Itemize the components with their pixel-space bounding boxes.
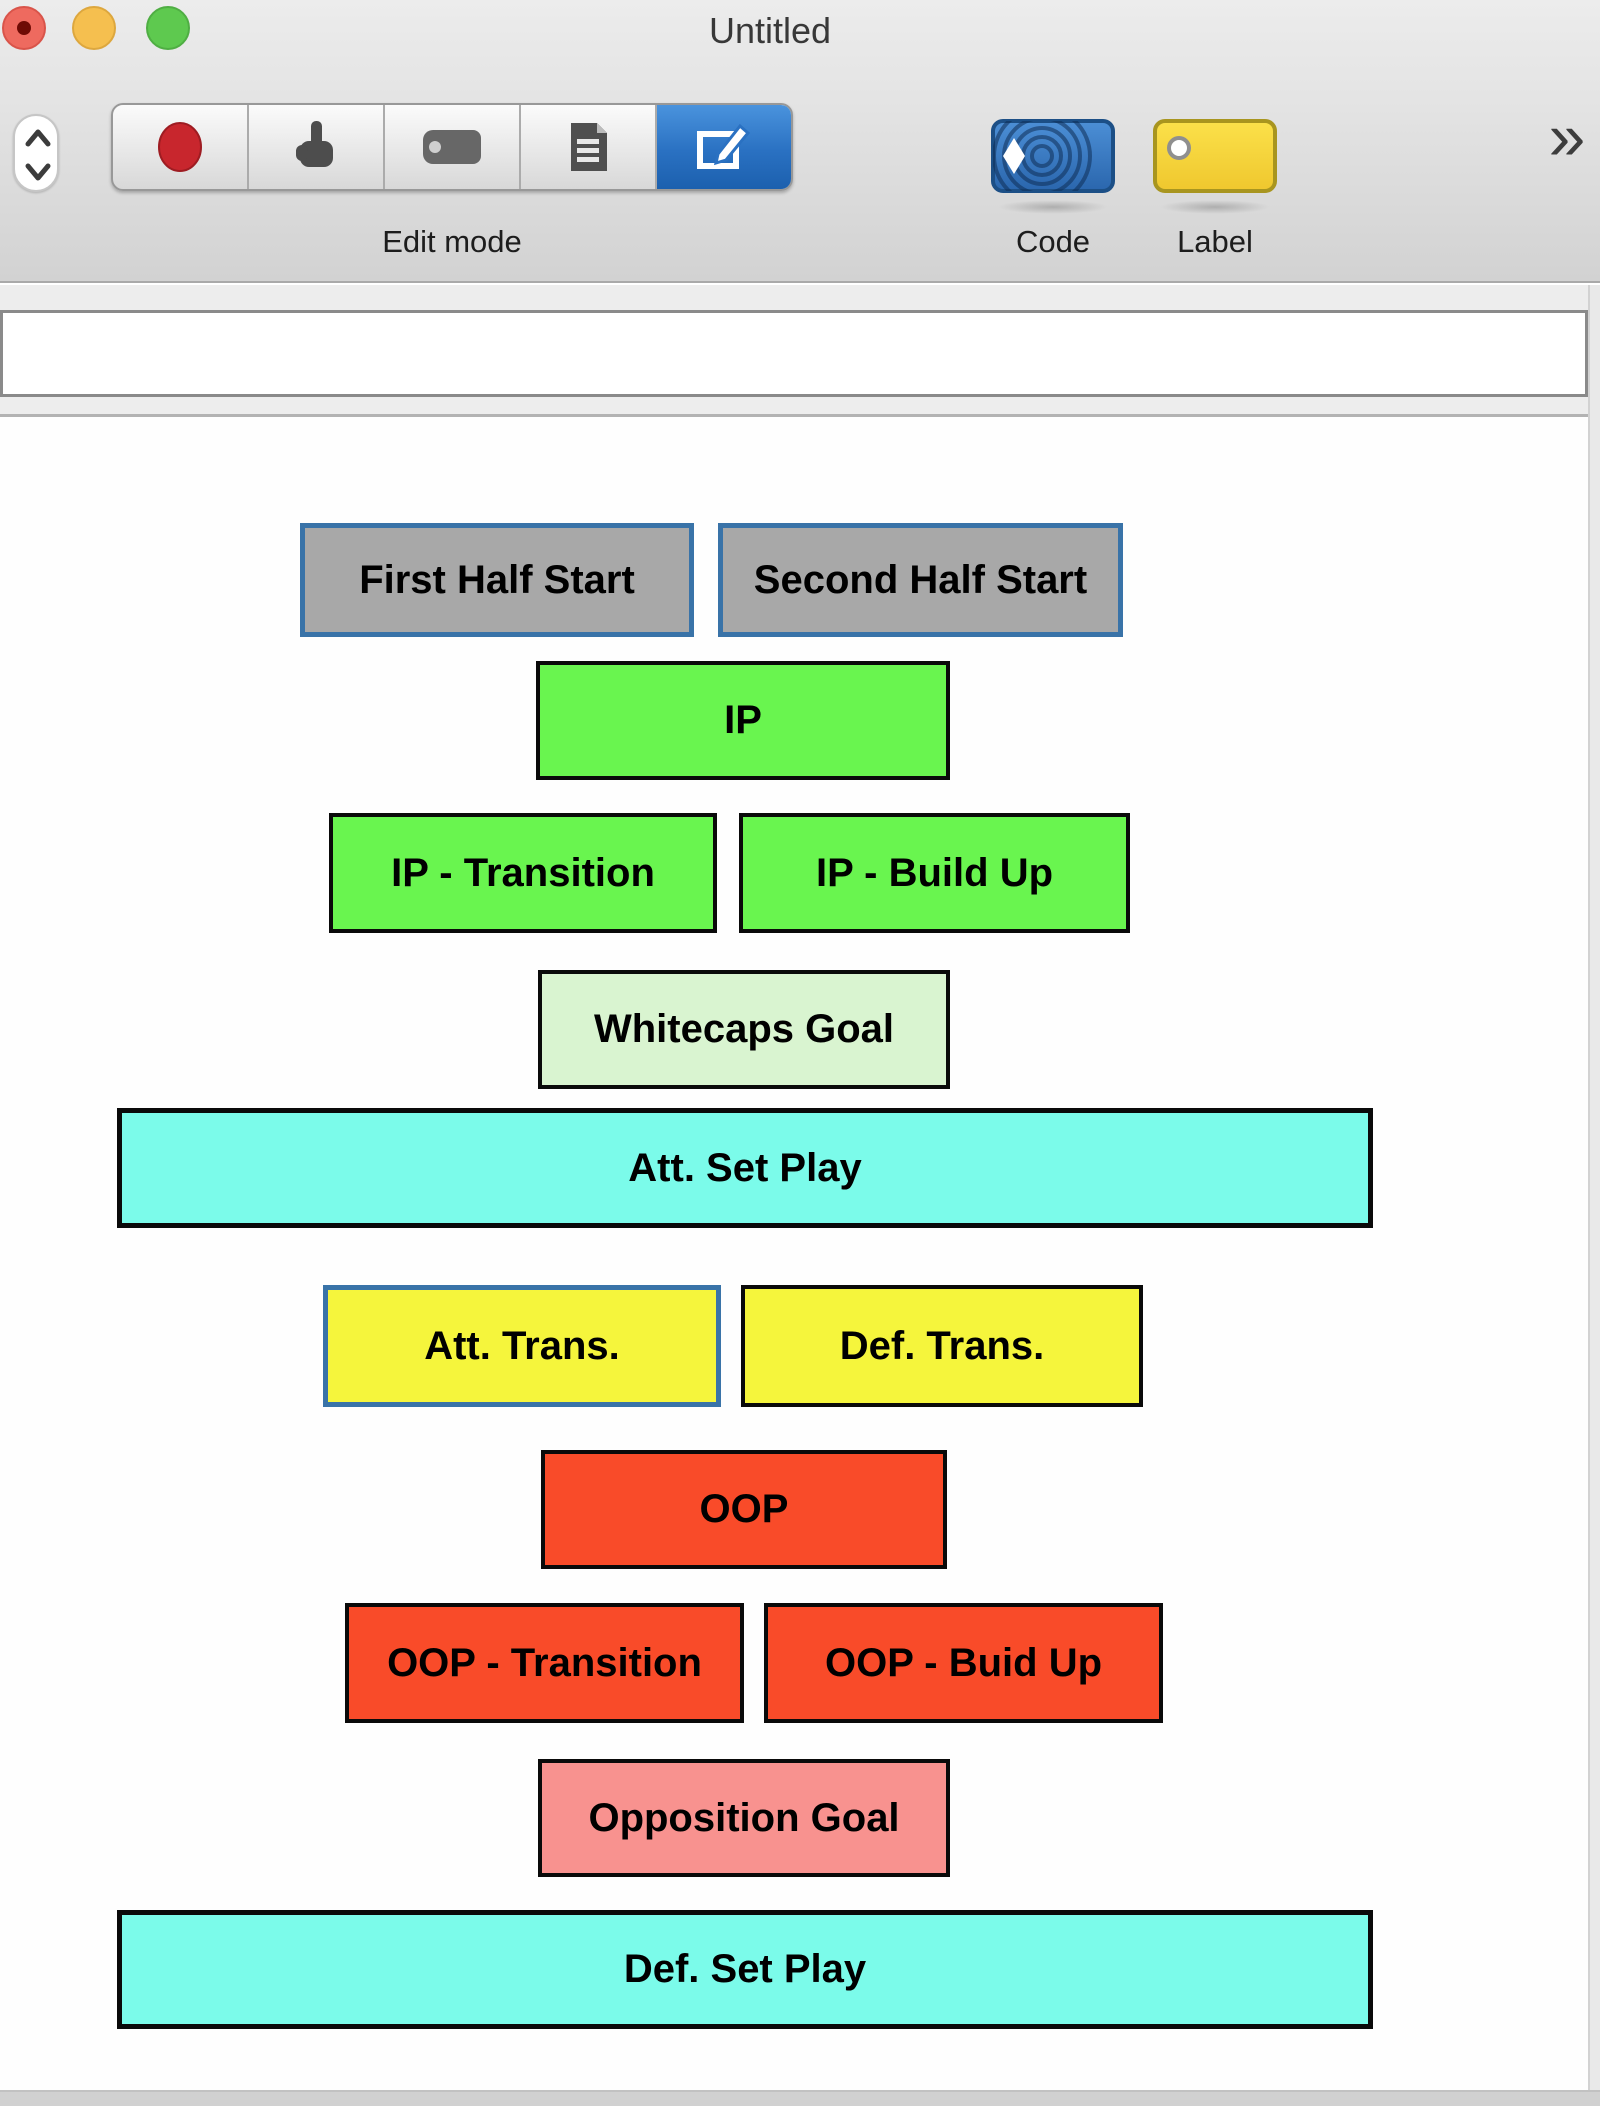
- segment-select[interactable]: [249, 105, 385, 189]
- edit-mode-caption: Edit mode: [382, 224, 522, 259]
- att-trans-button[interactable]: Att. Trans.: [323, 1285, 721, 1407]
- edit-mode-icon: [697, 123, 751, 169]
- oop-transition-button[interactable]: OOP - Transition: [345, 1603, 744, 1723]
- document-icon: [571, 123, 607, 171]
- oop-button[interactable]: OOP: [541, 1450, 947, 1569]
- window-title: Untitled: [708, 10, 832, 51]
- segment-edit-mode[interactable]: [657, 105, 791, 189]
- window-chrome: Untitled: [0, 0, 1600, 283]
- pointer-hand-icon: [296, 121, 333, 167]
- code-button-label: Second Half Start: [753, 557, 1088, 602]
- bottom-scrollbar-gutter[interactable]: [0, 2090, 1600, 2106]
- oop-buid-up-button[interactable]: OOP - Buid Up: [764, 1603, 1163, 1723]
- code-button-label: Def. Set Play: [623, 1947, 867, 1991]
- close-button[interactable]: [2, 6, 46, 50]
- code-button-label: Opposition Goal: [588, 1795, 900, 1840]
- def-set-play-button[interactable]: Def. Set Play: [117, 1910, 1373, 2029]
- att-set-play-button[interactable]: Att. Set Play: [117, 1108, 1373, 1228]
- code-button-label: Att. Set Play: [628, 1145, 862, 1190]
- code-button-label: OOP - Transition: [387, 1640, 702, 1685]
- code-button-label: IP - Transition: [391, 850, 655, 895]
- chevron-up-icon[interactable]: [21, 124, 55, 154]
- label-caption: Label: [1177, 224, 1253, 259]
- right-scrollbar-gutter[interactable]: [1588, 285, 1600, 2090]
- opposition-goal-button[interactable]: Opposition Goal: [538, 1759, 950, 1877]
- segment-record[interactable]: [113, 105, 249, 189]
- script-field-row: [0, 285, 1600, 417]
- code-button-label: OOP: [699, 1487, 789, 1531]
- ip-transition-button[interactable]: IP - Transition: [329, 813, 717, 933]
- whitecaps-goal-button[interactable]: Whitecaps Goal: [538, 970, 950, 1089]
- script-input[interactable]: [0, 310, 1588, 397]
- zoom-button[interactable]: [146, 6, 190, 50]
- ip-button[interactable]: IP: [536, 661, 950, 780]
- second-half-start-button[interactable]: Second Half Start: [718, 523, 1123, 637]
- code-button-label: Whitecaps Goal: [593, 1007, 895, 1051]
- code-button-label: Def. Trans.: [839, 1323, 1045, 1368]
- first-half-start-button[interactable]: First Half Start: [300, 523, 694, 637]
- label-icon-shadow: [1160, 200, 1270, 214]
- chevron-down-icon[interactable]: [21, 158, 55, 188]
- minimize-button[interactable]: [72, 6, 116, 50]
- segment-document[interactable]: [521, 105, 657, 189]
- stepper-control[interactable]: [13, 114, 59, 192]
- code-button-label: IP - Build Up: [815, 850, 1054, 895]
- code-button-label: Att. Trans.: [424, 1323, 620, 1368]
- code-icon-shadow: [998, 200, 1108, 214]
- code-button-icon[interactable]: [990, 118, 1116, 194]
- record-icon: [158, 122, 202, 172]
- code-caption: Code: [1015, 224, 1091, 259]
- def-trans-button[interactable]: Def. Trans.: [741, 1285, 1143, 1407]
- segment-tag[interactable]: [385, 105, 521, 189]
- code-button-label: OOP - Buid Up: [824, 1640, 1103, 1685]
- label-button-icon[interactable]: [1152, 118, 1278, 194]
- toolbar-overflow-button[interactable]: »: [1548, 99, 1586, 173]
- mode-segmented-control: [111, 103, 793, 191]
- document-edited-dot-icon: [17, 21, 31, 35]
- code-button-label: First Half Start: [359, 557, 635, 602]
- ip-build-up-button[interactable]: IP - Build Up: [739, 813, 1130, 933]
- tag-icon: [423, 130, 481, 164]
- code-button-label: IP: [724, 698, 762, 742]
